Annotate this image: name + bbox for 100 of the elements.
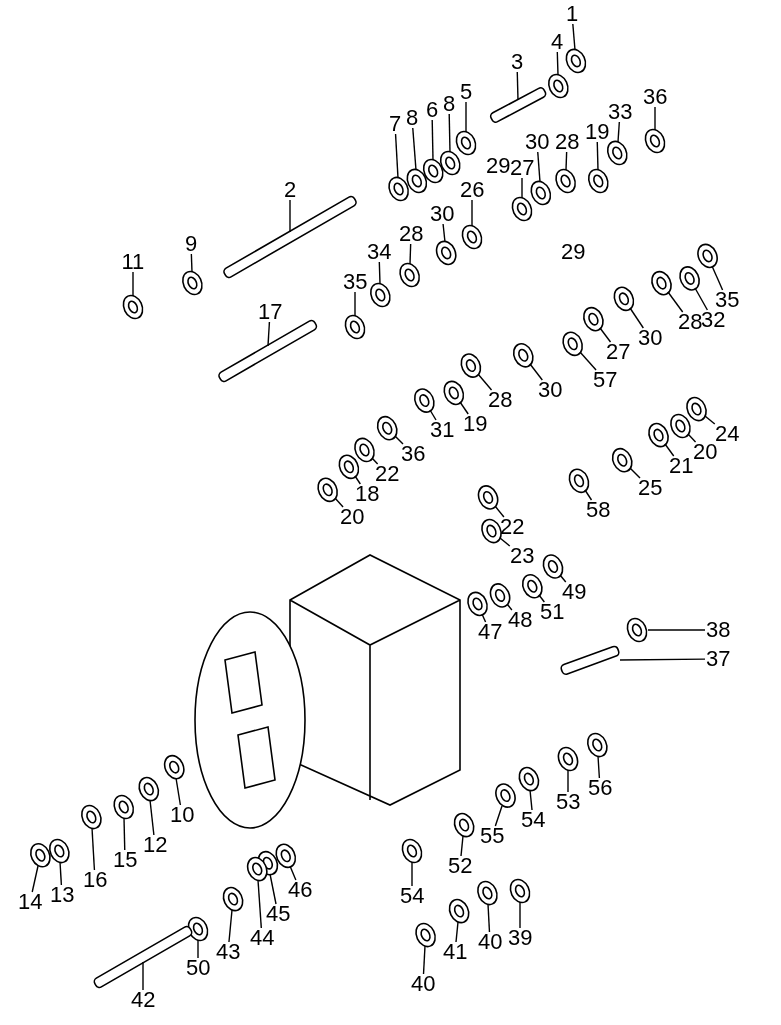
leader-line bbox=[596, 141, 599, 171]
leader-line bbox=[149, 799, 155, 836]
ring-drawing bbox=[369, 282, 391, 308]
callout-number: 53 bbox=[555, 792, 582, 812]
leader-line bbox=[142, 961, 144, 991]
callout-number: 55 bbox=[479, 826, 506, 846]
leader-line bbox=[516, 71, 519, 101]
callout-number: 22 bbox=[374, 464, 401, 484]
ring-drawing bbox=[222, 886, 244, 912]
callout-number: 11 bbox=[120, 252, 146, 272]
leader-line bbox=[175, 777, 182, 806]
callout-number: 23 bbox=[509, 546, 536, 566]
ring-drawing bbox=[344, 314, 366, 340]
ring-drawing bbox=[562, 331, 584, 357]
leader-line bbox=[629, 467, 641, 479]
leader-line bbox=[537, 151, 541, 183]
callout-number: 57 bbox=[592, 370, 619, 390]
callout-number: 19 bbox=[584, 122, 611, 142]
callout-number: 30 bbox=[537, 380, 564, 400]
leader-line bbox=[579, 351, 597, 371]
callout-number: 24 bbox=[714, 424, 741, 444]
leader-line bbox=[667, 291, 684, 313]
callout-number: 46 bbox=[287, 880, 314, 900]
ring-drawing bbox=[413, 388, 435, 413]
ring-drawing bbox=[435, 240, 457, 266]
leader-line bbox=[132, 271, 134, 297]
ring-drawing bbox=[354, 437, 375, 463]
ring-drawing bbox=[613, 286, 635, 312]
ring-drawing bbox=[460, 353, 482, 378]
callout-number: 2 bbox=[283, 180, 298, 200]
leader-line bbox=[197, 939, 199, 959]
callout-number: 30 bbox=[429, 204, 456, 224]
leader-line bbox=[123, 817, 126, 851]
callout-number: 10 bbox=[169, 805, 196, 825]
leader-line bbox=[448, 113, 451, 153]
ring-drawing bbox=[587, 168, 609, 194]
leader-line bbox=[499, 537, 511, 547]
leader-line bbox=[521, 177, 523, 199]
ring-drawing bbox=[547, 73, 569, 99]
leader-line bbox=[431, 119, 434, 161]
callout-number: 1 bbox=[565, 4, 580, 24]
callout-number: 16 bbox=[82, 870, 109, 890]
leader-line bbox=[91, 827, 96, 871]
callout-number: 28 bbox=[398, 224, 425, 244]
leader-line bbox=[422, 945, 426, 975]
callout-number: 8 bbox=[442, 94, 457, 114]
ring-drawing bbox=[182, 270, 203, 296]
ring-drawing bbox=[509, 878, 531, 904]
leader-line bbox=[529, 789, 533, 811]
callout-number: 35 bbox=[714, 290, 741, 310]
leader-line bbox=[494, 505, 505, 518]
ring-drawing bbox=[275, 843, 297, 869]
callout-number: 58 bbox=[585, 500, 612, 520]
leader-line bbox=[599, 327, 612, 343]
ring-drawing bbox=[376, 415, 398, 441]
leader-line bbox=[619, 658, 706, 661]
ring-drawing bbox=[481, 518, 502, 544]
ring-drawing bbox=[521, 573, 543, 599]
leader-line bbox=[617, 121, 621, 143]
callout-number: 54 bbox=[399, 886, 426, 906]
leader-line bbox=[394, 133, 399, 179]
leader-line bbox=[412, 127, 417, 171]
callout-number: 5 bbox=[459, 82, 474, 102]
leader-line bbox=[664, 443, 675, 457]
leader-line bbox=[519, 901, 521, 929]
callout-number: 8 bbox=[405, 108, 420, 128]
ring-drawing bbox=[477, 880, 498, 906]
leader-line bbox=[538, 594, 546, 603]
callout-number: 25 bbox=[637, 478, 664, 498]
ring-drawing bbox=[557, 746, 579, 772]
leader-line bbox=[378, 261, 381, 285]
ring-drawing bbox=[648, 422, 669, 448]
leader-line bbox=[597, 755, 601, 779]
ring-drawing bbox=[568, 468, 590, 494]
leader-line bbox=[31, 865, 39, 893]
callout-number: 12 bbox=[142, 835, 169, 855]
callout-number: 21 bbox=[668, 456, 695, 476]
callout-number: 22 bbox=[499, 517, 526, 537]
leader-line bbox=[494, 805, 503, 827]
callout-number: 3 bbox=[510, 52, 525, 72]
ring-drawing bbox=[30, 842, 51, 868]
ring-drawing bbox=[388, 176, 409, 202]
callout-number: 14 bbox=[17, 892, 44, 912]
ring-drawing bbox=[555, 168, 576, 194]
leader-line bbox=[506, 603, 513, 611]
ring-drawing bbox=[138, 776, 160, 802]
leader-line bbox=[584, 489, 593, 501]
ring-drawing bbox=[679, 266, 700, 291]
leader-line bbox=[647, 629, 706, 631]
ring-drawing bbox=[338, 454, 360, 480]
callout-number: 56 bbox=[587, 778, 614, 798]
callout-number: 34 bbox=[366, 242, 393, 262]
leader-line bbox=[411, 861, 413, 887]
callout-number: 42 bbox=[130, 990, 157, 1010]
callout-number: 30 bbox=[524, 132, 551, 152]
ring-drawing bbox=[415, 922, 436, 948]
callout-number: 52 bbox=[447, 856, 474, 876]
ring-drawing bbox=[518, 766, 540, 792]
callout-number: 38 bbox=[705, 620, 732, 640]
callout-number: 17 bbox=[257, 302, 284, 322]
